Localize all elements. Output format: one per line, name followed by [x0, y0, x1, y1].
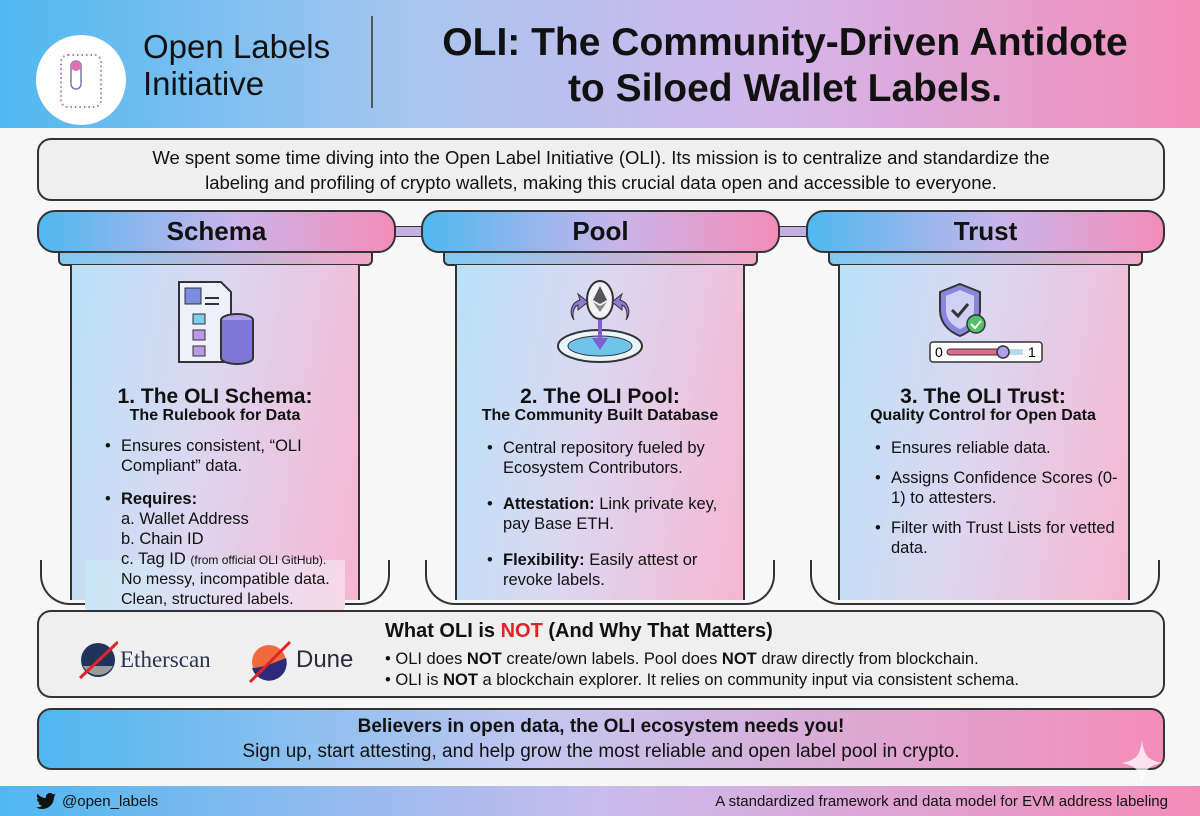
footer — [0, 786, 1200, 816]
slider-max: 1 — [1028, 344, 1036, 360]
bullet: Ensures consistent, “OLI Compliant” data… — [103, 436, 363, 476]
pillar-bullets: Ensures consistent, “OLI Compliant” data… — [103, 436, 363, 578]
etherscan-logo-icon — [78, 640, 118, 680]
cap-schema: Schema — [37, 210, 396, 253]
ethereum-pool-icon — [557, 280, 643, 363]
pillar-base — [425, 560, 775, 605]
not-bullet: • OLI is NOT a blockchain explorer. It r… — [385, 671, 1019, 689]
sparkle-icon — [1122, 740, 1162, 786]
oli-logo — [36, 35, 126, 125]
pillar-heading: 3. The OLI Trust: — [900, 385, 1066, 408]
oli-logo-icon — [60, 54, 102, 108]
footer-tagline: A standardized framework and data model … — [715, 793, 1168, 810]
header-divider — [371, 16, 373, 108]
bullet: Attestation: Link private key, pay Base … — [485, 494, 730, 534]
pillar-subheading: Quality Control for Open Data — [870, 407, 1096, 424]
intro-box: We spent some time diving into the Open … — [37, 138, 1165, 201]
twitter-icon — [36, 793, 56, 809]
schema-summary: No messy, incompatible data.Clean, struc… — [121, 571, 330, 608]
connector — [778, 226, 808, 237]
bullet: Central repository fueled by Ecosystem C… — [485, 438, 730, 478]
pillar-lip — [443, 251, 758, 266]
twitter-handle[interactable]: @open_labels — [62, 793, 159, 810]
pillar-bullets: Ensures reliable data. Assigns Confidenc… — [873, 438, 1123, 571]
cta-headline: Believers in open data, the OLI ecosyste… — [357, 716, 845, 737]
not-title: What OLI is NOT (And Why That Matters) — [385, 620, 773, 642]
pillar-subheading: The Rulebook for Data — [129, 407, 301, 424]
shield-check-slider-icon: 0 1 — [929, 282, 1043, 363]
etherscan-label: Etherscan — [120, 647, 211, 672]
pillar-base — [810, 560, 1160, 605]
cta-box: Believers in open data, the OLI ecosyste… — [37, 708, 1165, 770]
header — [0, 0, 1200, 128]
cap-pool: Pool — [421, 210, 780, 253]
schema-database-icon — [178, 281, 254, 365]
slider-min: 0 — [935, 344, 943, 360]
bullet: Filter with Trust Lists for vetted data. — [873, 518, 1123, 558]
not-bullet: • OLI does NOT create/own labels. Pool d… — [385, 650, 979, 668]
dune-label: Dune — [296, 646, 354, 673]
bullet: Flexibility: Easily attest or revoke lab… — [485, 550, 730, 590]
not-box — [37, 610, 1165, 698]
connector — [394, 226, 423, 237]
pillar-lip — [58, 251, 373, 266]
pillar-subheading: The Community Built Database — [481, 407, 719, 424]
bullet: Assigns Confidence Scores (0-1) to attes… — [873, 468, 1123, 508]
bullet: Ensures reliable data. — [873, 438, 1123, 458]
cta-text: Sign up, start attesting, and help grow … — [242, 741, 960, 762]
pillar-bullets: Central repository fueled by Ecosystem C… — [485, 438, 730, 603]
pillar-lip — [828, 251, 1143, 266]
pillar-heading: 2. The OLI Pool: — [520, 385, 680, 408]
dune-logo-icon — [248, 640, 292, 684]
cap-trust: Trust — [806, 210, 1165, 253]
pillar-heading: 1. The OLI Schema: — [117, 385, 313, 408]
